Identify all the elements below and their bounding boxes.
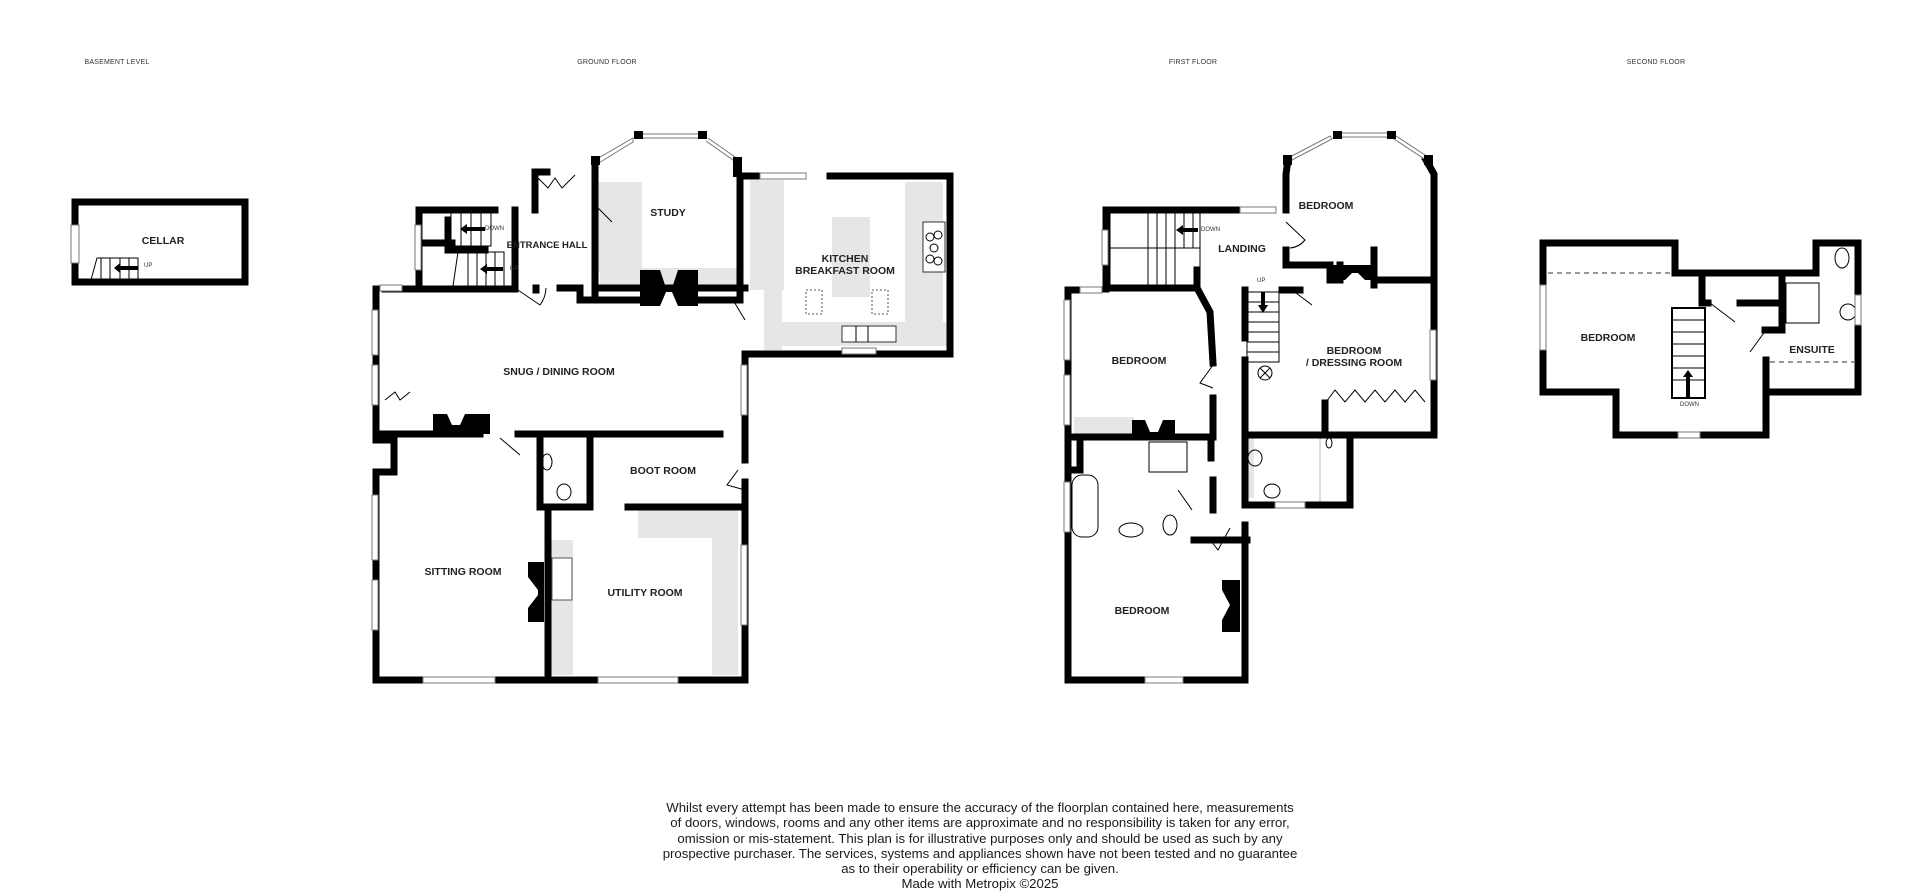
sink-icon xyxy=(841,325,897,343)
basin-icon xyxy=(541,453,553,471)
room-label-boot-room: BOOT ROOM xyxy=(630,465,696,477)
fireplace-icon xyxy=(1222,580,1240,632)
arrow-up-icon xyxy=(1683,370,1693,397)
arrow-down-icon xyxy=(460,224,485,234)
ground-floor-stairs xyxy=(450,211,505,287)
stair-label-down: DOWN xyxy=(485,226,504,232)
room-label-entrance-hall: ENTRANCE HALL xyxy=(506,240,588,251)
stair-label-up: UP xyxy=(1257,278,1266,284)
room-label-bedroom: BEDROOM xyxy=(1114,605,1170,617)
arrow-down-icon xyxy=(1176,225,1198,235)
light-icon xyxy=(1257,365,1273,381)
disclaimer: Whilst every attempt has been made to en… xyxy=(660,800,1300,892)
first-floor-plan xyxy=(1063,131,1438,684)
basin-icon xyxy=(1247,449,1263,467)
room-label-landing: LANDING xyxy=(1218,243,1266,255)
room-label-utility-room: UTILITY ROOM xyxy=(607,587,683,599)
room-label-bedroom: BEDROOM xyxy=(1580,332,1636,344)
stair-label-down: DOWN xyxy=(1680,402,1699,408)
room-label-ensuite: ENSUITE xyxy=(1789,344,1835,356)
ground-floor-plan xyxy=(371,131,954,684)
toilet-icon xyxy=(556,483,572,501)
floor-label-first: FIRST FLOOR xyxy=(1168,59,1218,66)
arrow-up-icon xyxy=(480,264,503,274)
stair-label-up: UP xyxy=(144,263,153,269)
shower-icon xyxy=(1785,282,1820,324)
fireplace-icon xyxy=(640,270,698,306)
basin-icon xyxy=(1839,303,1857,321)
cellar-stairs xyxy=(90,257,139,281)
toilet-icon xyxy=(1162,514,1178,536)
toilet-icon xyxy=(1263,483,1281,499)
bath-icon xyxy=(1071,474,1099,538)
metropix-credit: Made with Metropix ©2025 xyxy=(901,876,1059,892)
fireplace-icon xyxy=(433,414,490,434)
fireplace-icon xyxy=(1132,420,1175,437)
fireplace-icon xyxy=(1332,265,1372,280)
arrow-up-icon xyxy=(114,263,138,273)
room-label-kitchen-breakfast: KITCHEN BREAKFAST ROOM xyxy=(795,253,895,277)
sink-icon xyxy=(551,557,573,601)
second-floor-plan xyxy=(1539,239,1862,439)
floor-label-basement: BASEMENT LEVEL xyxy=(84,59,150,66)
hob-icon xyxy=(922,221,946,273)
room-label-bedroom: BEDROOM xyxy=(1111,355,1167,367)
stair-label-down: DOWN xyxy=(1201,227,1220,233)
room-label-bedroom-dressing: BEDROOM / DRESSING ROOM xyxy=(1305,345,1403,369)
basin-icon xyxy=(1118,522,1144,538)
floor-label-second: SECOND FLOOR xyxy=(1626,59,1686,66)
toilet-icon xyxy=(1834,247,1850,269)
first-floor-stairs xyxy=(1109,211,1280,363)
room-label-sitting-room: SITTING ROOM xyxy=(424,566,502,578)
arrow-down-icon xyxy=(1258,292,1268,313)
shower-icon xyxy=(1148,441,1188,473)
room-label-cellar: CELLAR xyxy=(141,235,185,247)
room-label-study: STUDY xyxy=(650,207,686,219)
floor-label-ground: GROUND FLOOR xyxy=(577,59,637,66)
cellar-plan xyxy=(70,198,249,286)
room-label-snug-dining: SNUG / DINING ROOM xyxy=(503,366,615,378)
stair-label-up: UP xyxy=(510,266,519,272)
room-label-bedroom: BEDROOM xyxy=(1298,200,1354,212)
fireplace-icon xyxy=(528,562,544,622)
